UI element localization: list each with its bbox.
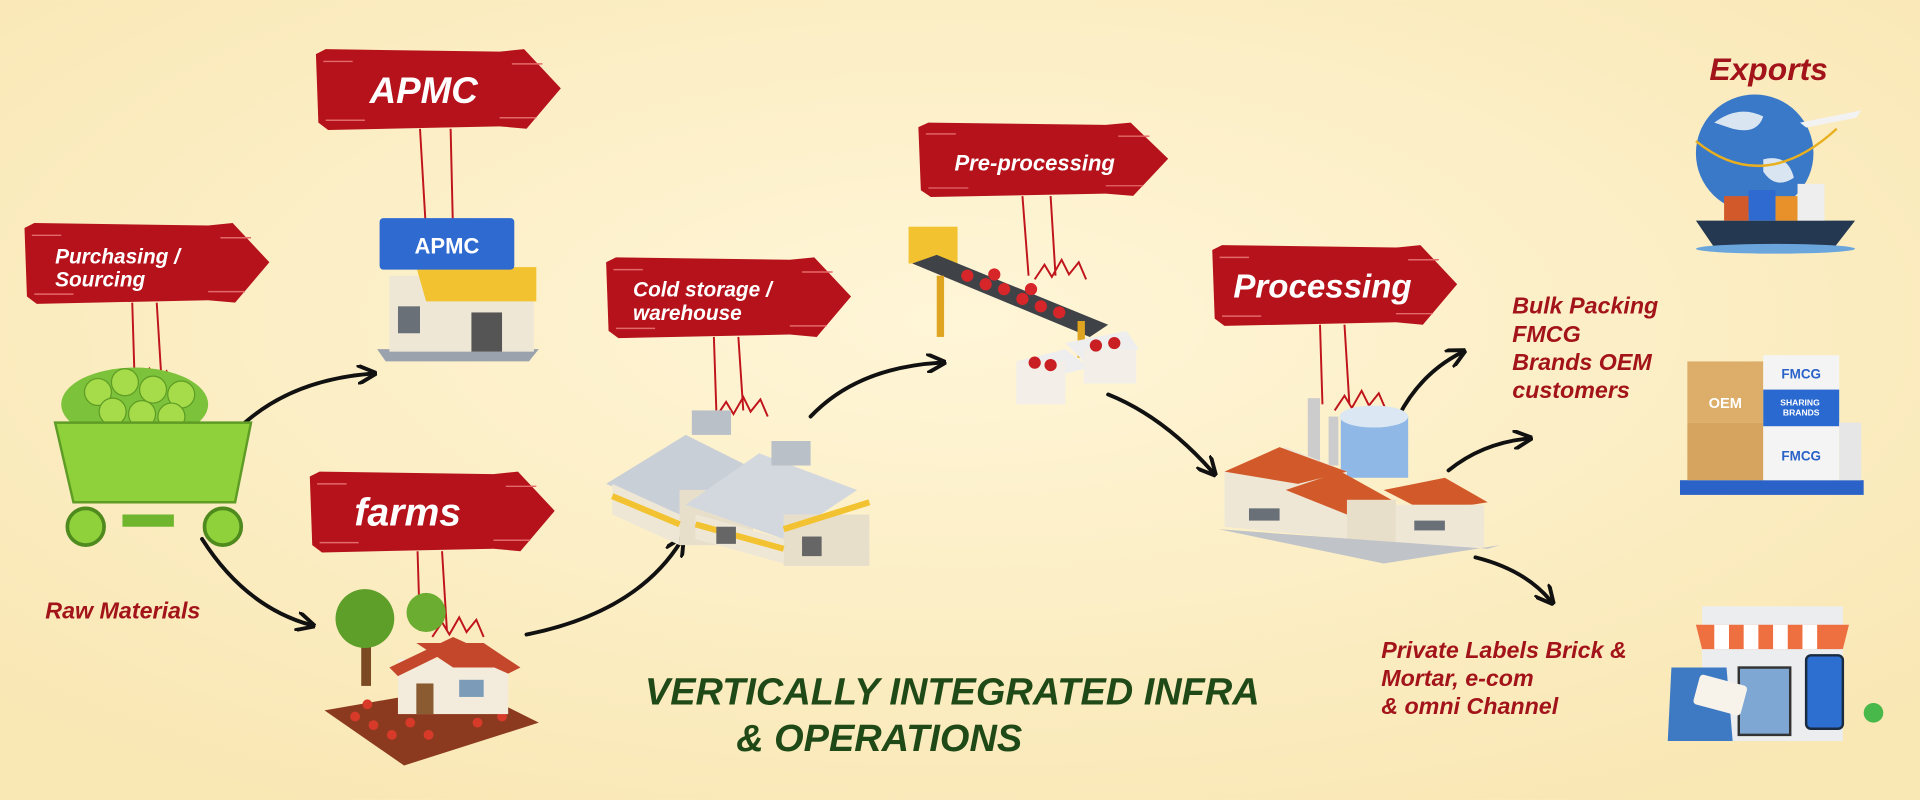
bulk-packing-label: Bulk Packing FMCG Brands OEM customers	[1512, 293, 1664, 403]
arrow-preprocessing-to-processing	[1106, 392, 1212, 471]
pre-processing-sign-label: Pre-processing	[954, 150, 1115, 175]
purchasing-sign-label: Purchasing / Sourcing	[55, 245, 186, 291]
arrow-farms-to-warehouse	[524, 541, 681, 637]
apmc-building-label: APMC	[415, 234, 480, 259]
flow-arrows	[200, 353, 1551, 637]
box-oem-label: OEM	[1709, 396, 1742, 412]
farm-house-icon	[324, 589, 539, 766]
apmc-sign: APMC	[315, 48, 562, 246]
arrow-cart-to-apmc	[242, 374, 371, 425]
arrow-cart-to-farms	[200, 537, 310, 625]
box-fmcg-top-label: FMCG	[1781, 367, 1821, 382]
arrow-processing-to-bulk	[1446, 439, 1527, 473]
cold-storage-sign: Cold storage / warehouse	[605, 256, 852, 418]
apmc-building-icon: APMC	[377, 218, 539, 362]
processing-sign-label: Processing	[1233, 269, 1411, 306]
pre-processing-sign: Pre-processing	[917, 121, 1169, 280]
arrow-processing-to-exports	[1396, 353, 1460, 419]
box-sharing-brands-label: SHARING BRANDS	[1780, 398, 1822, 418]
conveyor-belt-icon	[908, 226, 1139, 405]
cold-storage-sign-label: Cold storage / warehouse	[633, 279, 777, 325]
apmc-sign-label: APMC	[369, 70, 479, 111]
produce-cart-icon	[53, 367, 253, 547]
exports-label: Exports	[1709, 51, 1828, 87]
arrow-warehouse-to-preprocessing	[808, 363, 941, 419]
arrow-processing-to-store	[1473, 555, 1551, 600]
private-labels-label: Private Labels Brick & Mortar, e-com & o…	[1381, 637, 1633, 719]
processing-factory-icon	[1218, 398, 1500, 564]
retail-store-icon	[1667, 606, 1884, 742]
farms-sign-label: farms	[354, 492, 461, 535]
box-fmcg-bottom-label: FMCG	[1781, 449, 1821, 464]
bulk-boxes-icon: OEM FMCG SHARING BRANDS FMCG	[1680, 355, 1864, 495]
farms-sign: farms	[309, 470, 556, 638]
diagram-title: VERTICALLY INTEGRATED INFRA & OPERATIONS	[645, 671, 1270, 760]
exports-globe-ship-icon	[1695, 94, 1862, 254]
raw-materials-label: Raw Materials	[45, 598, 200, 624]
cold-storage-warehouse-icon	[606, 410, 871, 566]
processing-sign: Processing	[1211, 244, 1458, 411]
